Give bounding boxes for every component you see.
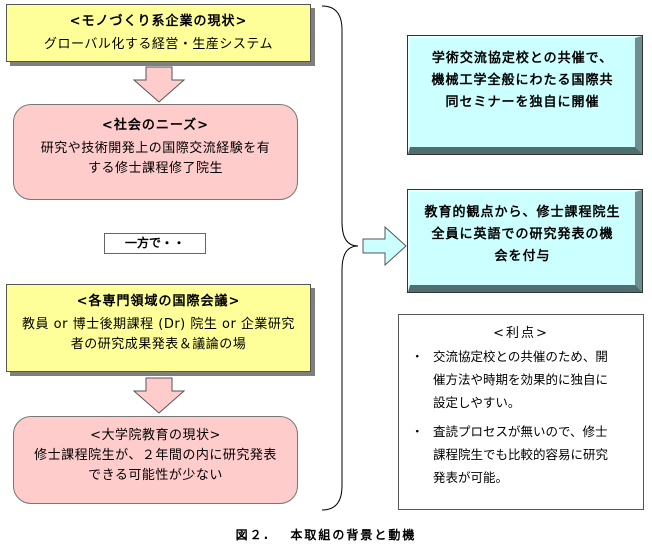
box-joint-seminar: 学術交流協定校との共催で、 機械工学全般にわたる国際共 同セミナーを独自に開催 [407,35,643,155]
benefit-2-line-2: 課程院生でも比較的容易に研究 [433,447,609,462]
box-conferences-line-2: 者の研究成果発表＆議論の場 [70,337,247,352]
box-social-needs-line-2: する修士課程修了院生 [87,161,223,176]
box-graduate-education-status: <大学院教育の現状> 修士課程院生が、２年間の内に研究発表 できる可能性が少ない [13,416,298,504]
joint-seminar-line-1: 学術交流協定校との共催で、 [431,51,614,66]
on-the-other-hand-label: 一方で・・ [104,233,206,254]
down-arrow-2 [132,377,186,414]
box-manufacturing-text: グローバル化する経営・生産システム [44,37,273,52]
benefit-2-line-1: 査読プロセスが無いので、修士 [433,424,608,439]
benefit-1-line-3: 設定しやすい。 [433,395,521,410]
figure-caption: 図２. 本取組の背景と動機 [235,528,417,542]
english-presentation-line-1: 教育的観点から、修士課程院生 [424,205,621,220]
benefits-title: <利点> [493,326,549,341]
benefit-2-line-3: 発表が可能。 [433,470,509,485]
box-international-conferences: <各専門領域の国際会議> 教員 or 博士後期課程 (Dr) 院生 or 企業研… [6,284,311,372]
box-social-needs: <社会のニーズ> 研究や技術開発上の国際交流経験を有 する修士課程修了院生 [13,104,298,200]
box-graduate-line-1: 修士課程院生が、２年間の内に研究発表 [34,448,277,463]
benefit-item: ・ 交流協定校との共催のため、開 催方法や時期を効果的に独自に 設定しやすい。 [399,345,643,414]
benefit-1-line-1: 交流協定校との共催のため、開 [433,349,608,364]
joint-seminar-line-2: 機械工学全般にわたる国際共 [431,73,614,88]
brace [321,5,359,511]
bullet-icon: ・ [411,349,424,364]
box-graduate-line-2: できる可能性が少ない [88,468,223,483]
box-social-needs-line-1: 研究や技術開発上の国際交流経験を有 [40,141,271,156]
right-arrow [362,225,407,267]
bullet-icon: ・ [411,424,424,439]
benefits-box: <利点> ・ 交流協定校との共催のため、開 催方法や時期を効果的に独自に 設定し… [398,314,644,510]
english-presentation-line-2: 全員に英語での研究発表の機 [431,227,614,242]
down-arrow-1 [132,66,186,103]
box-english-presentation: 教育的観点から、修士課程院生 全員に英語での研究発表の機 会を付与 [407,189,643,293]
box-conferences-title: <各専門領域の国際会議> [76,294,241,309]
box-manufacturing-title: <モノづくり系企業の現状> [69,14,248,29]
box-manufacturing-status: <モノづくり系企業の現状> グローバル化する経営・生産システム [6,4,311,62]
english-presentation-line-3: 会を付与 [494,249,551,264]
benefit-1-line-2: 催方法や時期を効果的に独自に [433,372,609,387]
joint-seminar-line-3: 同セミナーを独自に開催 [445,95,600,110]
benefit-item: ・ 査読プロセスが無いので、修士 課程院生でも比較的容易に研究 発表が可能。 [399,420,643,489]
box-graduate-title: <大学院教育の現状> [90,428,221,443]
box-social-needs-title: <社会のニーズ> [101,118,210,133]
box-conferences-line-1: 教員 or 博士後期課程 (Dr) 院生 or 企業研究 [22,317,295,332]
